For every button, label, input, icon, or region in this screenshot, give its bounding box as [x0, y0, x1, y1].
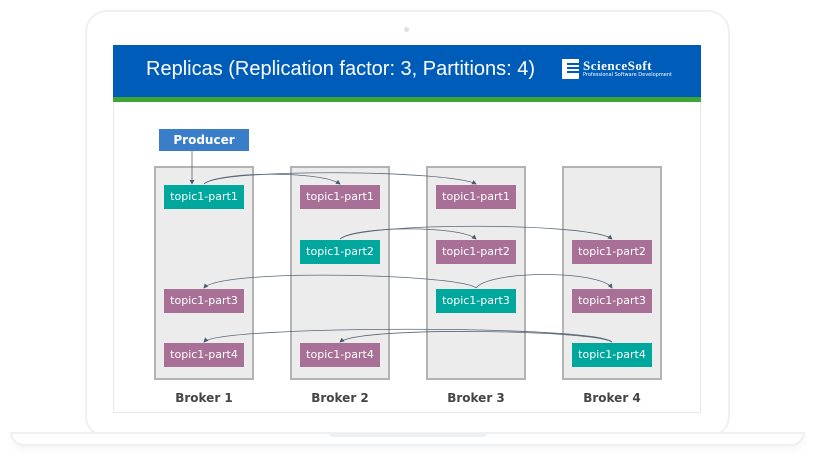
camera-dot [404, 27, 409, 32]
partition-leader: topic1-part4 [572, 343, 652, 367]
broker-label: Broker 1 [175, 391, 233, 405]
arrow-part3-b1 [203, 274, 477, 289]
partition-leader: topic1-part3 [436, 289, 516, 313]
accent-bar [113, 97, 701, 102]
partition-replica: topic1-part2 [436, 240, 516, 264]
partition-leader: topic1-part1 [164, 185, 244, 209]
partition-replica: topic1-part4 [164, 343, 244, 367]
header-bar [113, 45, 701, 97]
arrow-part2-b3 [339, 228, 477, 240]
laptop-notch [328, 432, 488, 437]
producer-node: Producer [159, 129, 249, 151]
logo-tagline: Professional Software Development [583, 72, 672, 78]
partition-replica: topic1-part2 [572, 240, 652, 264]
arrow-part1-b2 [203, 173, 341, 185]
partition-replica: topic1-part3 [572, 289, 652, 313]
partition-replica: topic1-part3 [164, 289, 244, 313]
page-title: Replicas (Replication factor: 3, Partiti… [146, 58, 536, 80]
partition-replica: topic1-part4 [300, 343, 380, 367]
partition-replica: topic1-part1 [300, 185, 380, 209]
sciencesoft-logo: ScienceSoft Professional Software Develo… [562, 59, 672, 79]
logo-icon [562, 59, 579, 79]
broker-label: Broker 4 [583, 391, 641, 405]
partition-leader: topic1-part2 [300, 240, 380, 264]
broker-label: Broker 2 [311, 391, 369, 405]
logo-name: ScienceSoft [583, 58, 653, 73]
arrow-part3-b4 [475, 274, 613, 289]
arrow-part2-b4 [339, 225, 613, 240]
partition-replica: topic1-part1 [436, 185, 516, 209]
arrow-part1-b3 [203, 172, 477, 185]
arrow-part4-b1 [203, 328, 613, 343]
arrow-part4-b2 [339, 331, 613, 343]
broker-label: Broker 3 [447, 391, 505, 405]
